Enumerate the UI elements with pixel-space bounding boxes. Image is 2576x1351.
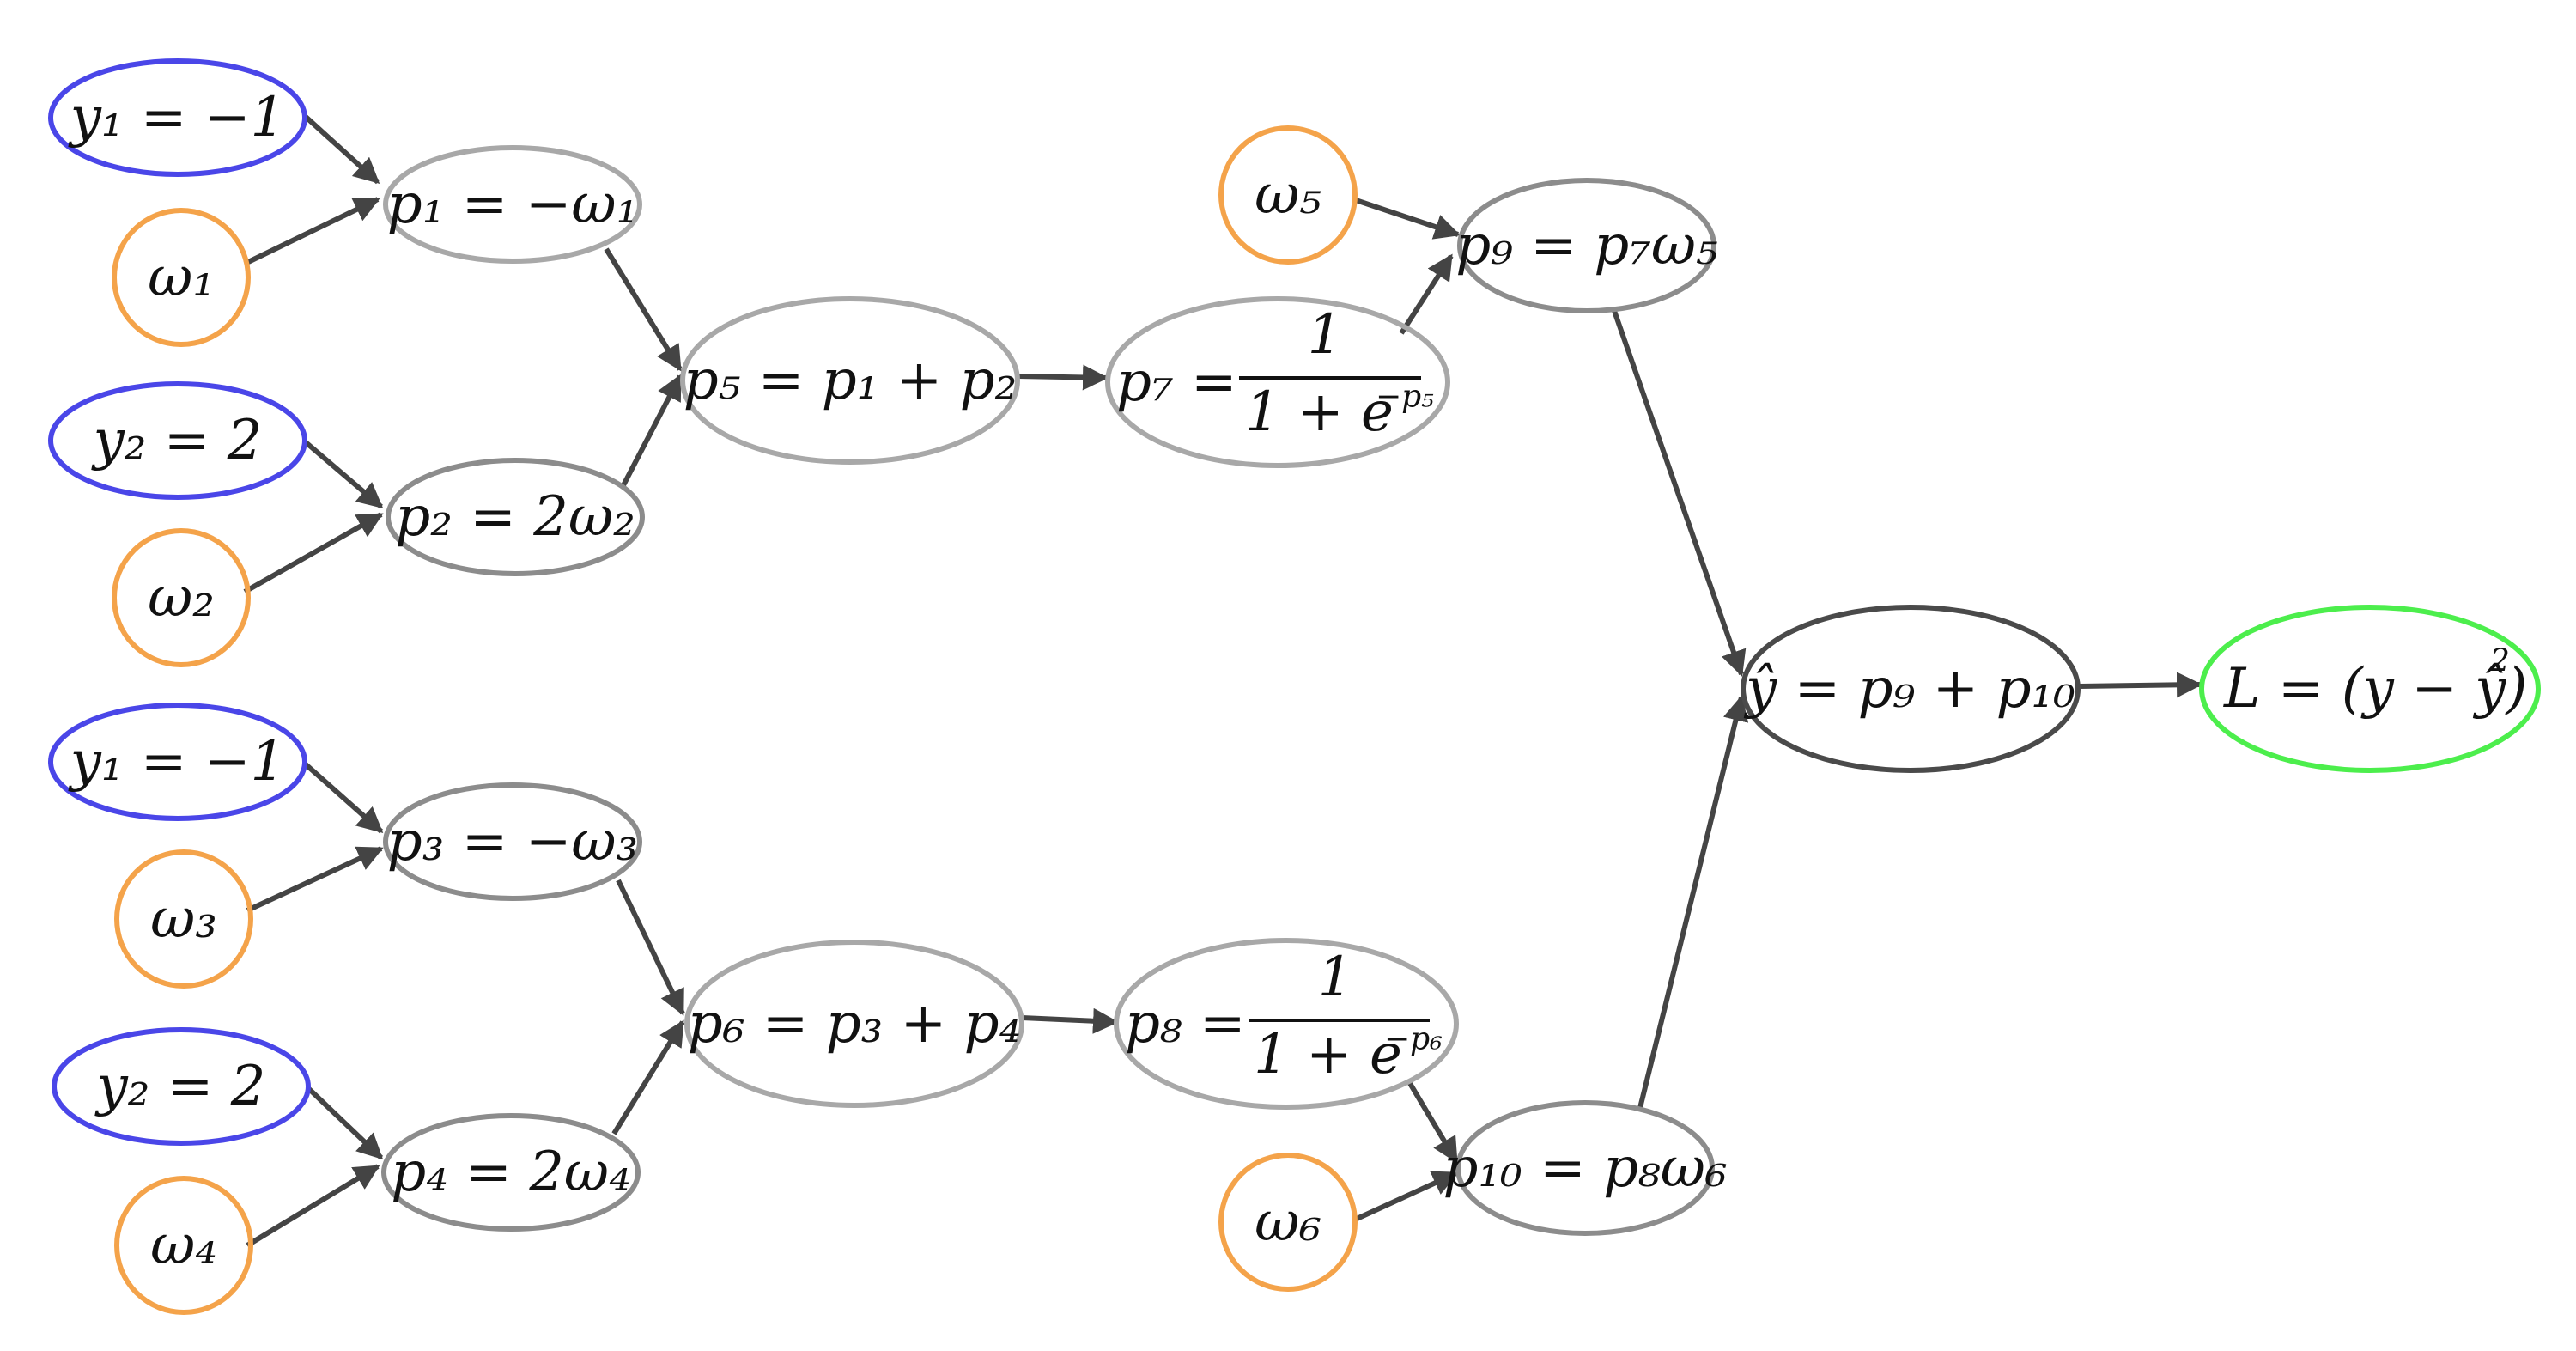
node-w3-shape [114,849,253,989]
node-loss: L = (y − ŷ) 2 [2199,605,2541,773]
node-y1-bottom-shape [48,703,307,821]
node-p8-exponent: −p₆ [1384,1022,1443,1057]
node-y2-bottom: y₂ = 2 [52,1027,311,1146]
edge-p1-p5 [604,247,683,372]
node-p3-shape [383,782,642,901]
node-p7-lhs: p₇ = [1116,350,1237,414]
node-w1-shape [112,208,251,347]
edge-p8-p10 [1406,1079,1459,1164]
edge-p5-p7 [1018,364,1109,391]
node-p2-label: p₂ = 2ω₂ [395,485,635,549]
node-p3: p₃ = −ω₃ [383,782,642,901]
edge-y2-p2 [304,440,384,509]
edge-w2-p2 [243,512,384,594]
node-p2-shape [386,458,645,576]
edge-w3-p3 [246,846,384,913]
node-w3: ω₃ [114,849,253,989]
node-w4-shape [114,1176,253,1315]
node-loss-shape [2199,605,2541,773]
edge-y1-p1 [303,114,380,185]
node-p9: p₉ = p₇ω₅ [1455,178,1718,313]
node-y1-top: y₁ = −1 [48,58,307,177]
edge-w6-p10 [1353,1171,1459,1222]
node-w6: ω₆ [1218,1153,1358,1292]
node-p7-denominator: 1 + e [1245,380,1394,444]
node-p2: p₂ = 2ω₂ [386,458,645,576]
node-w1: ω₁ [112,208,251,347]
node-w3-label: ω₃ [150,887,217,951]
node-p10-shape [1455,1100,1715,1236]
node-w4: ω₄ [114,1176,253,1315]
edge-p6-p8 [1021,1007,1119,1034]
edges [243,114,2202,1248]
node-p6: p₆ = p₃ + p₄ [684,940,1024,1108]
edge-p9-yhat [1612,310,1747,677]
node-p9-shape [1457,178,1716,313]
edge-y1b-p3 [304,762,384,834]
node-p1-label: p₁ = −ω₁ [387,173,638,236]
node-p9-label: p₉ = p₇ω₅ [1455,214,1717,277]
node-w2: ω₂ [112,528,251,667]
node-w2-shape [112,528,251,667]
edge-yhat-loss [2079,672,2202,698]
node-p10-label: p₁₀ = p₈ω₆ [1443,1136,1727,1200]
node-p5-label: p₅ = p₁ + p₂ [683,349,1018,412]
node-w5-label: ω₅ [1255,163,1321,227]
node-y2-top-shape [48,381,307,500]
edge-p3-p6 [616,879,685,1016]
node-y2-bottom-label: y₂ = 2 [94,1055,266,1118]
node-y2-top-label: y₂ = 2 [91,409,263,472]
node-w1-label: ω₁ [148,246,215,309]
node-p5-shape [680,296,1020,465]
edge-p4-p6 [611,1019,685,1135]
node-yhat: ŷ = p₉ + p₁₀ [1741,605,2081,773]
edge-p7-p9 [1399,253,1454,335]
node-loss-exponent: 2 [2489,644,2510,679]
edge-p10-yhat [1637,695,1749,1109]
node-p7-exponent: −p₅ [1376,380,1434,415]
node-w5-shape [1218,125,1358,265]
node-p8-lhs: p₈ = [1125,992,1246,1056]
node-p4: p₄ = 2ω₄ [381,1113,641,1232]
node-p6-label: p₆ = p₃ + p₄ [688,992,1022,1056]
node-y1-top-shape [48,58,307,177]
node-p10: p₁₀ = p₈ω₆ [1443,1100,1728,1236]
edge-w5-p9 [1352,197,1461,240]
node-w5: ω₅ [1218,125,1358,265]
node-p6-shape [684,940,1024,1108]
node-p3-label: p₃ = −ω₃ [387,810,638,873]
edge-w1-p1 [243,197,380,266]
node-p1: p₁ = −ω₁ [383,145,642,264]
node-p7-shape [1105,296,1450,468]
node-p5: p₅ = p₁ + p₂ [680,296,1020,465]
edge-p2-p5 [621,374,683,487]
node-p4-label: p₄ = 2ω₄ [391,1141,631,1204]
edge-w4-p4 [246,1164,380,1248]
node-w4-label: ω₄ [150,1214,217,1277]
node-p4-shape [381,1113,641,1232]
edge-y2b-p4 [307,1086,384,1160]
node-loss-label: L = (y − ŷ) [2223,657,2527,721]
node-p8-numerator: 1 [1318,946,1353,1009]
node-p8: p₈ = 1 1 + e −p₆ [1114,938,1459,1110]
node-p7-numerator: 1 [1308,303,1343,367]
node-p8-shape [1114,938,1459,1110]
node-y1-bottom: y₁ = −1 [48,703,307,821]
node-w2-label: ω₂ [148,566,215,630]
node-y1-top-label: y₁ = −1 [68,86,285,149]
node-p7: p₇ = 1 1 + e −p₅ [1105,296,1450,468]
node-p8-denominator: 1 + e [1254,1023,1402,1086]
node-w6-shape [1218,1153,1358,1292]
node-y2-bottom-shape [52,1027,311,1146]
node-yhat-label: ŷ = p₉ + p₁₀ [1743,657,2075,721]
node-yhat-shape [1741,605,2081,773]
node-p1-shape [383,145,642,264]
node-w6-label: ω₆ [1255,1190,1321,1254]
node-y1-bottom-label: y₁ = −1 [68,730,285,794]
node-y2-top: y₂ = 2 [48,381,307,500]
